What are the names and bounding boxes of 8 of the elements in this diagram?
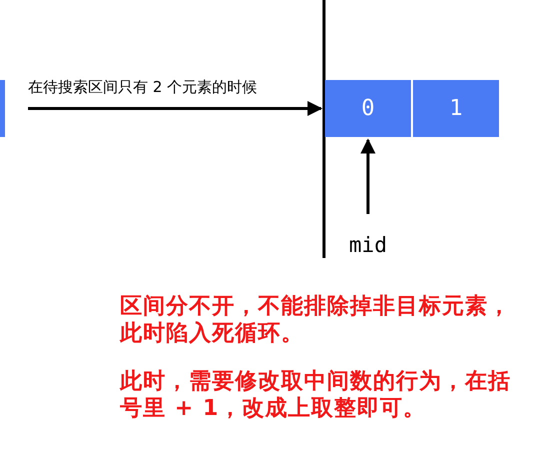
- note-text: 区间分不开，不能排除掉非目标元素，此时陷入死循环。: [120, 293, 512, 347]
- arrow: [360, 138, 376, 214]
- array-cell: 1: [413, 80, 499, 137]
- pointer-label: mid: [344, 230, 392, 260]
- note-text: 此时，需要修改取中间数的行为，在括号里 + 1，改成上取整即可。: [120, 368, 512, 422]
- edge-label: 在待搜索区间只有 2 个元素的时候: [28, 78, 258, 97]
- array-cell: 0: [325, 80, 411, 137]
- arrow: [28, 101, 322, 116]
